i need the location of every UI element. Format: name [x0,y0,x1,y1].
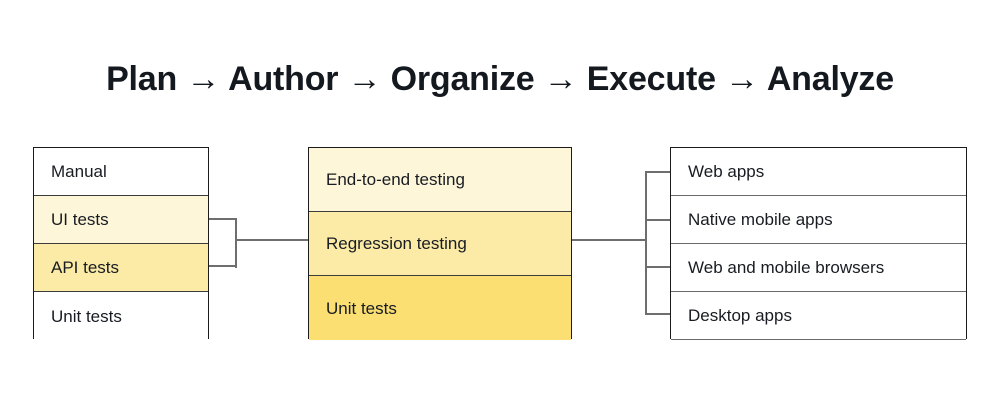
list-item[interactable]: Web apps [671,148,966,196]
test-types-group: Manual UI tests API tests Unit tests [33,147,209,340]
connector-stub-web-apps [645,171,672,174]
connector-bracket-right [645,171,648,315]
connector-trunk-right [572,239,647,242]
list-item[interactable]: Native mobile apps [671,196,966,244]
test-levels-group: End-to-end testing Regression testing Un… [308,147,572,340]
connector-stub-browsers [645,266,672,269]
list-item[interactable]: Unit tests [309,276,571,340]
connector-bracket-left [235,218,238,268]
target-platforms-group: Web apps Native mobile apps Web and mobi… [670,147,967,340]
list-item[interactable]: Desktop apps [671,292,966,340]
connector-stub-native-mobile-apps [645,219,672,222]
connector-stub-desktop-apps [645,313,672,316]
list-item[interactable]: Manual [34,148,208,196]
list-item[interactable]: Unit tests [34,292,208,340]
list-item[interactable]: End-to-end testing [309,148,571,212]
connector-trunk-left [235,239,310,242]
list-item[interactable]: Regression testing [309,212,571,276]
page-title: Plan → Author → Organize → Execute → Ana… [106,60,894,98]
list-item[interactable]: UI tests [34,196,208,244]
list-item[interactable]: API tests [34,244,208,292]
connector-stub-api-tests [209,265,237,268]
connector-stub-ui-tests [209,218,237,221]
list-item[interactable]: Web and mobile browsers [671,244,966,292]
